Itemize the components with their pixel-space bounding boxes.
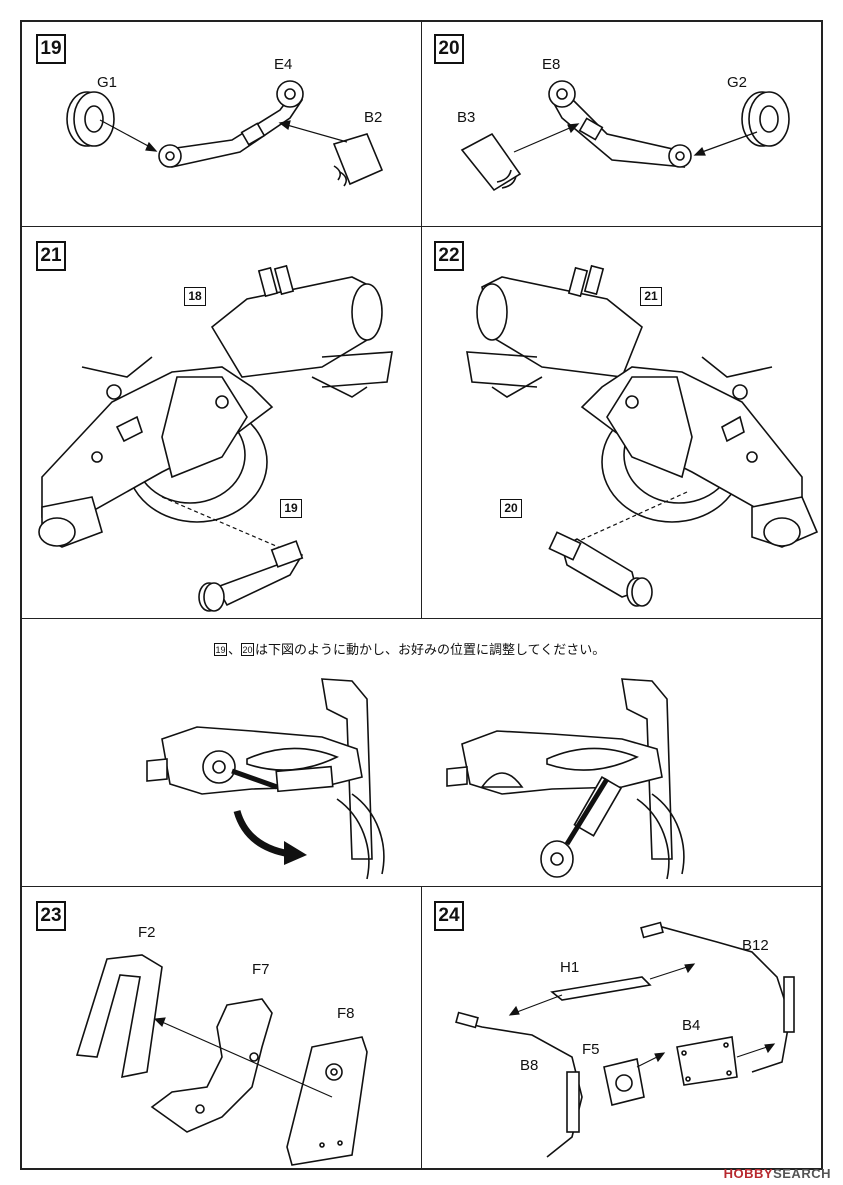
part-label-b3: B3 xyxy=(457,109,476,126)
part-label-b8: B8 xyxy=(520,1057,539,1074)
part-label-f7: F7 xyxy=(252,961,270,978)
step-21-panel: 21 18 19 xyxy=(22,227,422,619)
part-label-g2: G2 xyxy=(727,74,748,91)
curved-arrow-icon xyxy=(233,809,307,865)
part-label-b12: B12 xyxy=(742,937,769,954)
step-19-panel: 19 G1 E4 B2 xyxy=(22,22,422,227)
step-ref-19: 19 xyxy=(280,499,302,518)
part-label-f5: F5 xyxy=(582,1041,600,1058)
watermark: HOBBYSEARCH xyxy=(723,1166,831,1181)
step-ref-19: 19 xyxy=(214,643,227,656)
step-20-drawing xyxy=(460,80,790,192)
step-22-panel: 22 21 20 xyxy=(422,227,823,619)
step-number: 21 xyxy=(36,241,66,271)
step-23-panel: 23 F2 F7 F8 xyxy=(22,887,422,1170)
adjust-diagram xyxy=(146,678,685,880)
step-ref-20: 20 xyxy=(500,499,522,518)
step-number: 19 xyxy=(36,34,66,64)
instruction-sheet: 19 G1 E4 B2 xyxy=(20,20,823,1170)
step-19-drawing xyxy=(66,80,384,187)
step-24-panel: 24 H1 B12 B8 F5 B4 xyxy=(422,887,823,1170)
step-ref-20: 20 xyxy=(241,643,255,656)
part-label-e8: E8 xyxy=(542,56,561,73)
step-20-panel: 20 E8 B3 G2 xyxy=(422,22,823,227)
adjust-note-text: は下図のように動かし、お好みの位置に調整してください。 xyxy=(255,642,606,657)
step-ref-21: 21 xyxy=(640,287,662,306)
part-label-h1: H1 xyxy=(560,959,580,976)
part-label-g1: G1 xyxy=(97,74,118,91)
step-23-drawing xyxy=(75,954,368,1166)
arrow-icon xyxy=(513,123,758,156)
arrow-icon xyxy=(99,119,348,152)
part-label-b2: B2 xyxy=(364,109,383,126)
step-ref-18: 18 xyxy=(184,287,206,306)
arrow-icon xyxy=(153,1017,333,1098)
bike-right-view xyxy=(466,264,819,607)
part-label-b4: B4 xyxy=(682,1017,701,1034)
step-24-drawing xyxy=(455,921,795,1158)
step-number: 24 xyxy=(434,901,464,931)
part-label-f8: F8 xyxy=(337,1005,355,1022)
part-label-e4: E4 xyxy=(274,56,293,73)
bike-left-view xyxy=(38,264,393,612)
step-number: 20 xyxy=(434,34,464,64)
arrow-icon xyxy=(508,963,776,1068)
step-number: 23 xyxy=(36,901,66,931)
part-label-f2: F2 xyxy=(138,924,156,941)
step-number: 22 xyxy=(434,241,464,271)
